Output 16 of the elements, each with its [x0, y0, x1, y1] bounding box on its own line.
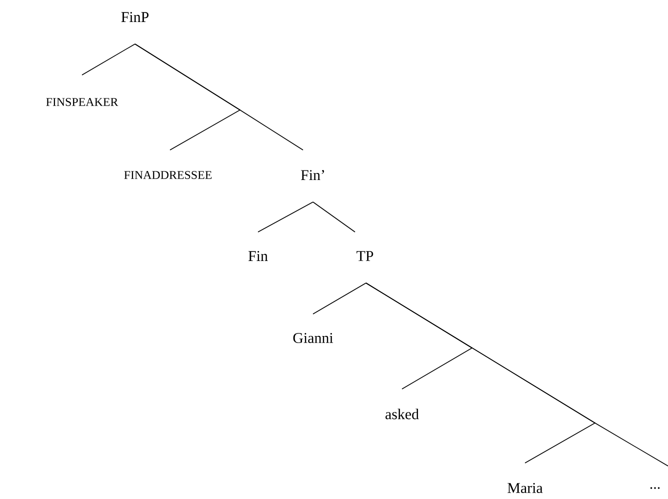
- tree-label: asked: [386, 408, 419, 420]
- tree-label: ...: [650, 487, 660, 489]
- tree-label: Gianni: [293, 333, 334, 344]
- tree-label: Maria: [508, 483, 543, 494]
- tree-label: FinP: [121, 12, 149, 22]
- tree-label: FINSPEAKER: [46, 98, 118, 106]
- tree-branch: [82, 44, 136, 76]
- tree-label: Fin’: [300, 170, 324, 180]
- tree-label: FINADDRESSEE: [124, 170, 212, 179]
- tree-label: Fin: [248, 251, 268, 261]
- tree-branch: [134, 44, 304, 150]
- tree-branch: [312, 282, 366, 314]
- tree-label: TP: [356, 251, 374, 261]
- tree-branch: [258, 202, 314, 232]
- tree-branch: [366, 282, 668, 466]
- tree-branch: [312, 202, 356, 232]
